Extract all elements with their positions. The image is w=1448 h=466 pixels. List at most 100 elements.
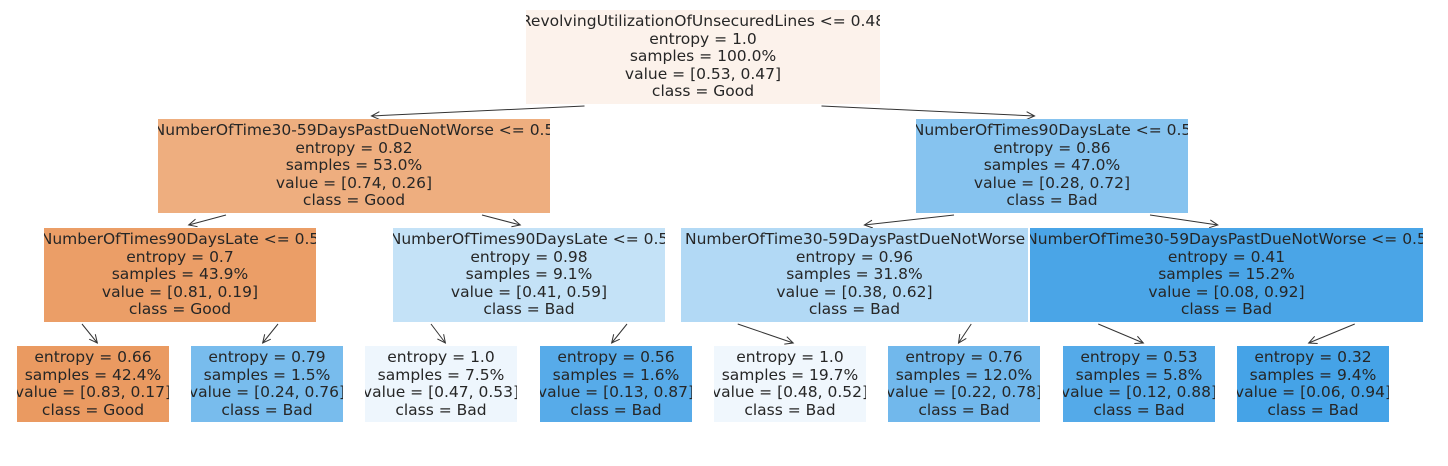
node-split-condition: NumberOfTimes90DaysLate <= 0.5 bbox=[916, 121, 1188, 140]
tree-edge-n1-n4 bbox=[481, 214, 521, 226]
node-split-condition: NumberOfTimes90DaysLate <= 0.5 bbox=[44, 230, 316, 249]
node-class: class = Bad bbox=[808, 300, 901, 319]
node-samples: samples = 42.4% bbox=[24, 365, 162, 384]
tree-edge-n0-n2 bbox=[821, 105, 1035, 117]
node-value: value = [0.06, 0.94] bbox=[1237, 383, 1389, 401]
tree-edge-n6-n14 bbox=[1308, 323, 1355, 344]
tree-node-ll: NumberOfTimes90DaysLate <= 0.5 entropy =… bbox=[44, 228, 316, 322]
node-value: value = [0.53, 0.47] bbox=[624, 64, 782, 83]
node-samples: samples = 47.0% bbox=[983, 156, 1121, 175]
arrowhead-icon bbox=[1134, 335, 1145, 344]
node-samples: samples = 15.2% bbox=[1158, 265, 1295, 284]
node-samples: samples = 5.8% bbox=[1075, 365, 1203, 384]
node-class: class = Bad bbox=[918, 400, 1010, 419]
node-class: class = Bad bbox=[1267, 400, 1359, 419]
tree-node-root: RevolvingUtilizationOfUnsecuredLines <= … bbox=[526, 10, 880, 104]
arrowhead-icon bbox=[437, 334, 447, 344]
node-value: value = [0.13, 0.87] bbox=[540, 383, 692, 401]
tree-leaf-7: entropy = 0.53 samples = 5.8% value = [0… bbox=[1063, 346, 1215, 422]
node-value: value = [0.83, 0.17] bbox=[17, 383, 169, 401]
tree-edge-n4-n9 bbox=[430, 323, 446, 344]
tree-node-right-1: NumberOfTimes90DaysLate <= 0.5 entropy =… bbox=[916, 119, 1188, 213]
tree-node-rr: NumberOfTime30-59DaysPastDueNotWorse <= … bbox=[1030, 228, 1423, 322]
node-samples: samples = 100.0% bbox=[629, 47, 777, 66]
arrowhead-icon bbox=[187, 218, 198, 228]
tree-edge-n4-n10 bbox=[611, 323, 628, 344]
node-samples: samples = 1.6% bbox=[552, 365, 680, 384]
tree-leaf-2: entropy = 0.79 samples = 1.5% value = [0… bbox=[191, 346, 343, 422]
node-entropy: entropy = 0.41 bbox=[1167, 247, 1286, 266]
node-entropy: entropy = 0.7 bbox=[126, 247, 234, 266]
tree-node-lr: NumberOfTimes90DaysLate <= 0.5 entropy =… bbox=[393, 228, 665, 322]
arrowhead-icon bbox=[957, 334, 967, 344]
arrowhead-icon bbox=[1026, 111, 1036, 120]
node-samples: samples = 43.9% bbox=[111, 265, 249, 284]
node-class: class = Bad bbox=[1180, 300, 1273, 319]
node-samples: samples = 9.1% bbox=[465, 265, 593, 284]
arrowhead-icon bbox=[863, 219, 874, 229]
node-samples: samples = 7.5% bbox=[377, 365, 505, 384]
node-value: value = [0.48, 0.52] bbox=[714, 383, 866, 401]
node-class: class = Good bbox=[41, 400, 145, 419]
tree-node-rl: NumberOfTime30-59DaysPastDueNotWorse <= … bbox=[681, 228, 1028, 322]
node-value: value = [0.38, 0.62] bbox=[776, 282, 933, 301]
node-split-condition: NumberOfTimes90DaysLate <= 0.5 bbox=[393, 230, 665, 249]
arrowhead-icon bbox=[511, 218, 522, 228]
node-entropy: entropy = 0.82 bbox=[295, 138, 413, 157]
node-value: value = [0.74, 0.26] bbox=[275, 173, 433, 192]
node-samples: samples = 31.8% bbox=[786, 265, 923, 284]
node-value: value = [0.81, 0.19] bbox=[101, 282, 259, 301]
node-entropy: entropy = 0.53 bbox=[1080, 348, 1198, 366]
node-entropy: entropy = 1.0 bbox=[649, 29, 757, 48]
arrowhead-icon bbox=[261, 334, 272, 344]
node-split-condition: NumberOfTime30-59DaysPastDueNotWorse <= … bbox=[158, 121, 550, 140]
node-split-condition: NumberOfTime30-59DaysPastDueNotWorse <= … bbox=[685, 230, 1028, 249]
tree-edge-n3-n8 bbox=[262, 323, 279, 344]
tree-edge-n2-n6 bbox=[1149, 214, 1218, 226]
node-split-condition: NumberOfTime30-59DaysPastDueNotWorse <= … bbox=[1030, 230, 1423, 249]
node-entropy: entropy = 0.32 bbox=[1254, 348, 1372, 366]
arrowhead-icon bbox=[784, 336, 795, 345]
tree-leaf-5: entropy = 1.0 samples = 19.7% value = [0… bbox=[714, 346, 866, 422]
node-class: class = Good bbox=[651, 82, 755, 101]
node-entropy: entropy = 1.0 bbox=[736, 348, 844, 366]
node-split-condition: RevolvingUtilizationOfUnsecuredLines <= … bbox=[526, 12, 880, 31]
node-samples: samples = 1.5% bbox=[203, 365, 331, 384]
node-class: class = Bad bbox=[570, 400, 662, 419]
node-entropy: entropy = 1.0 bbox=[387, 348, 495, 366]
arrowhead-icon bbox=[1307, 335, 1318, 345]
node-class: class = Bad bbox=[483, 300, 575, 319]
node-samples: samples = 9.4% bbox=[1249, 365, 1377, 384]
node-class: class = Bad bbox=[744, 400, 836, 419]
tree-leaf-3: entropy = 1.0 samples = 7.5% value = [0.… bbox=[365, 346, 517, 422]
node-entropy: entropy = 0.86 bbox=[993, 138, 1111, 157]
node-samples: samples = 53.0% bbox=[285, 156, 423, 175]
node-class: class = Good bbox=[128, 300, 232, 319]
tree-leaf-4: entropy = 0.56 samples = 1.6% value = [0… bbox=[540, 346, 692, 422]
node-entropy: entropy = 0.66 bbox=[34, 348, 152, 366]
node-class: class = Good bbox=[302, 191, 406, 210]
node-class: class = Bad bbox=[221, 400, 313, 419]
node-value: value = [0.28, 0.72] bbox=[973, 173, 1131, 192]
tree-edge-n5-n11 bbox=[737, 323, 794, 344]
node-samples: samples = 19.7% bbox=[721, 365, 859, 384]
node-entropy: entropy = 0.98 bbox=[470, 247, 588, 266]
node-entropy: entropy = 0.96 bbox=[795, 247, 914, 266]
arrowhead-icon bbox=[88, 334, 99, 344]
tree-edge-n3-n7 bbox=[81, 323, 98, 344]
node-value: value = [0.47, 0.53] bbox=[365, 383, 517, 401]
tree-edge-n6-n13 bbox=[1098, 323, 1144, 344]
node-value: value = [0.22, 0.78] bbox=[888, 383, 1040, 401]
tree-leaf-6: entropy = 0.76 samples = 12.0% value = [… bbox=[888, 346, 1040, 422]
node-entropy: entropy = 0.79 bbox=[208, 348, 326, 366]
node-value: value = [0.08, 0.92] bbox=[1148, 282, 1305, 301]
tree-leaf-8: entropy = 0.32 samples = 9.4% value = [0… bbox=[1237, 346, 1389, 422]
node-entropy: entropy = 0.56 bbox=[557, 348, 675, 366]
node-entropy: entropy = 0.76 bbox=[905, 348, 1023, 366]
arrowhead-icon bbox=[1209, 219, 1219, 229]
tree-edge-n1-n3 bbox=[188, 214, 227, 226]
node-value: value = [0.24, 0.76] bbox=[191, 383, 343, 401]
arrowhead-icon bbox=[370, 111, 380, 120]
node-class: class = Bad bbox=[1093, 400, 1185, 419]
